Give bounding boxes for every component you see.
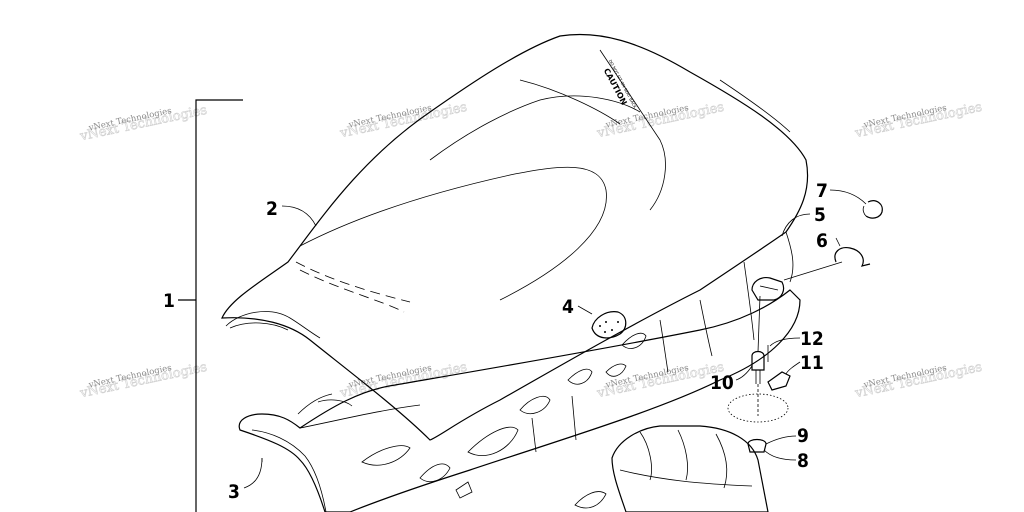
pin-leader (783, 261, 843, 281)
callout-12: 12 (800, 328, 824, 350)
callout-6: 6 (816, 230, 828, 252)
watermark: vNext Technologies vNext Technologies (595, 100, 726, 142)
watermark: vNext Technologies vNext Technologies (338, 100, 469, 142)
latch-bracket (751, 277, 785, 301)
leader-9 (765, 435, 797, 445)
watermark-group: vNext Technologies vNext Technologies vN… (78, 100, 984, 402)
callout-9: 9 (797, 425, 809, 447)
callout-11: 11 (800, 352, 824, 374)
callout-7: 7 (816, 180, 828, 202)
hairpin (834, 247, 871, 267)
callout-1: 1 (163, 290, 175, 312)
watermark: vNext Technologies vNext Technologies (853, 360, 984, 402)
snap-ring (865, 200, 883, 219)
watermark: vNext Technologies vNext Technologies (78, 103, 209, 145)
assembly-bracket (195, 99, 243, 512)
leader-3 (243, 457, 263, 489)
watermark: vNext Technologies vNext Technologies (595, 360, 726, 402)
callout-2: 2 (266, 198, 278, 220)
fastener-stack (727, 295, 791, 453)
callout-10: 10 (710, 372, 734, 394)
leader-2 (281, 205, 317, 227)
leader-11 (785, 361, 801, 375)
callout-4: 4 (562, 296, 574, 318)
watermark: vNext Technologies vNext Technologies (338, 360, 469, 402)
foam-pad (611, 425, 769, 512)
leader-6 (835, 237, 841, 247)
snap-ring-inner (862, 205, 867, 217)
watermark: vNext Technologies vNext Technologies (78, 360, 209, 402)
callout-3: 3 (228, 481, 240, 503)
caution-label: CAUTION DO NOT SIT ON SEAT BACK (602, 59, 638, 110)
callout-labels: 1 2 3 4 5 6 7 8 9 10 11 12 (163, 180, 828, 503)
leader-7 (829, 189, 867, 205)
leader-4 (577, 305, 593, 315)
part-4-pad (591, 311, 627, 339)
leader-10 (735, 365, 753, 381)
leader-8 (763, 449, 797, 461)
watermark: vNext Technologies vNext Technologies (853, 100, 984, 142)
leader-5 (781, 213, 811, 237)
callout-8: 8 (797, 450, 809, 472)
callout-5: 5 (814, 204, 826, 226)
leader-12 (769, 337, 801, 347)
